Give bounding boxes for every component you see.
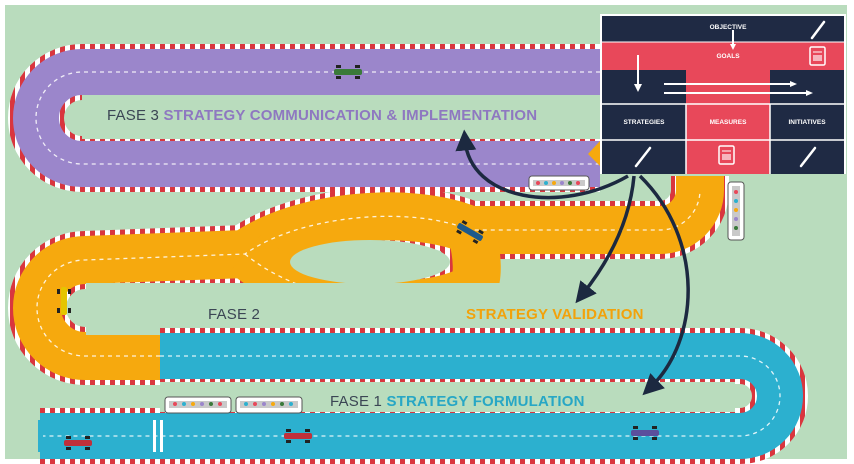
pencil-icon bbox=[799, 146, 817, 168]
fase-2-title: STRATEGY VALIDATION bbox=[466, 306, 644, 323]
objective-label: OBJECTIVE bbox=[709, 24, 747, 31]
start-line bbox=[153, 420, 156, 452]
strategies-label: STRATEGIES bbox=[623, 119, 665, 126]
goals-label: GOALS bbox=[716, 53, 740, 60]
pencil-icon bbox=[634, 146, 652, 168]
race-car-icon bbox=[57, 287, 71, 315]
connector-arrows bbox=[455, 129, 690, 396]
measures-label: MEASURES bbox=[709, 119, 747, 126]
track-fase-3 bbox=[8, 44, 600, 192]
initiatives-label: INITIATIVES bbox=[788, 119, 826, 126]
fase-3-label: FASE 3 STRATEGY COMMUNICATION & IMPLEMEN… bbox=[107, 107, 537, 124]
document-icon bbox=[718, 145, 735, 165]
grandstand-icon bbox=[528, 175, 590, 191]
grandstand-icon bbox=[235, 396, 303, 414]
race-car-icon bbox=[456, 219, 484, 245]
ogsm-panel bbox=[600, 14, 846, 174]
race-car-icon bbox=[334, 65, 362, 79]
race-car-icon bbox=[64, 436, 92, 450]
fase-1-label: FASE 1 STRATEGY FORMULATION bbox=[330, 393, 585, 410]
pencil-icon bbox=[810, 20, 826, 40]
race-car-icon bbox=[631, 426, 659, 440]
fase-1-prefix: FASE 1 bbox=[330, 393, 383, 410]
race-car-icon bbox=[284, 429, 312, 443]
document-icon bbox=[809, 46, 826, 66]
grandstand-icon bbox=[164, 396, 232, 414]
fase-2-prefix: FASE 2 bbox=[208, 306, 261, 323]
fase-1-title: STRATEGY FORMULATION bbox=[386, 393, 585, 410]
fase-3-prefix: FASE 3 bbox=[107, 107, 160, 124]
fase-3-title: STRATEGY COMMUNICATION & IMPLEMENTATION bbox=[163, 107, 538, 124]
grandstand-icon bbox=[727, 181, 745, 241]
